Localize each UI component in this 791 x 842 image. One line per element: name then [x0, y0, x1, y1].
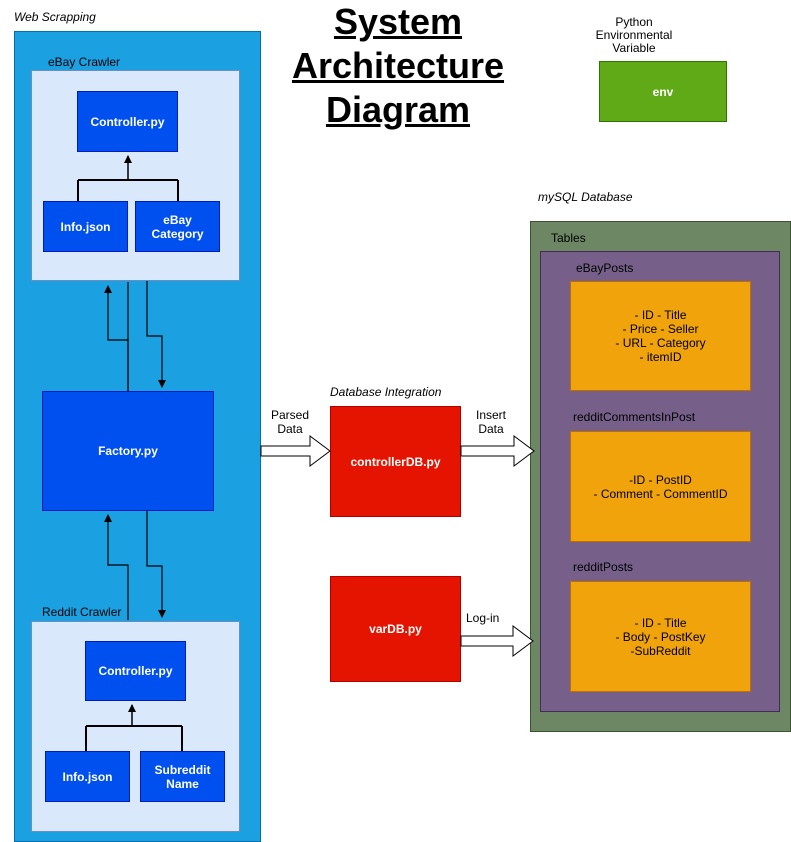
reddit-posts-label: redditPosts	[573, 560, 634, 574]
reddit-comments-label: redditCommentsInPost	[573, 410, 696, 424]
tables-label: Tables	[551, 231, 586, 245]
db-integration-label: Database Integration	[330, 385, 442, 399]
parsed-data-arrow	[260, 435, 331, 467]
controller-db-box: controllerDB.py	[330, 406, 461, 517]
reddit-comments-table: -ID - PostID - Comment - CommentID	[570, 431, 751, 542]
ebay-crawler-label: eBay Crawler	[48, 55, 121, 69]
reddit-posts-table: - ID - Title - Body - PostKey -SubReddit	[570, 581, 751, 692]
reddit-subreddit-box: Subreddit Name	[140, 751, 225, 802]
diagram-title: System Architecture Diagram	[258, 0, 538, 132]
insert-data-arrow	[460, 435, 535, 467]
mysql-label: mySQL Database	[538, 190, 633, 204]
title-line-2: Architecture	[291, 45, 505, 86]
insert-data-label: Insert Data	[476, 408, 507, 436]
ebay-posts-label: eBayPosts	[576, 261, 634, 275]
ebay-category-box: eBay Category	[135, 201, 220, 252]
ebay-info-box: Info.json	[43, 201, 128, 252]
login-label: Log-in	[466, 611, 500, 625]
factory-box: Factory.py	[42, 391, 214, 511]
title-line-3: Diagram	[325, 89, 471, 130]
login-arrow	[460, 625, 534, 657]
parsed-data-label: Parsed Data	[271, 408, 310, 436]
web-scrapping-label: Web Scrapping	[14, 10, 96, 24]
ebay-controller-box: Controller.py	[77, 91, 178, 152]
reddit-controller-box: Controller.py	[85, 641, 186, 701]
env-box: env	[599, 61, 727, 122]
reddit-info-box: Info.json	[45, 751, 130, 802]
title-line-1: System	[333, 1, 463, 42]
env-section-label: Python Environmental Variable	[595, 15, 673, 55]
ebay-posts-table: - ID - Title - Price - Seller - URL - Ca…	[570, 281, 751, 391]
var-db-box: varDB.py	[330, 576, 461, 682]
reddit-crawler-label: Reddit Crawler	[42, 605, 122, 619]
